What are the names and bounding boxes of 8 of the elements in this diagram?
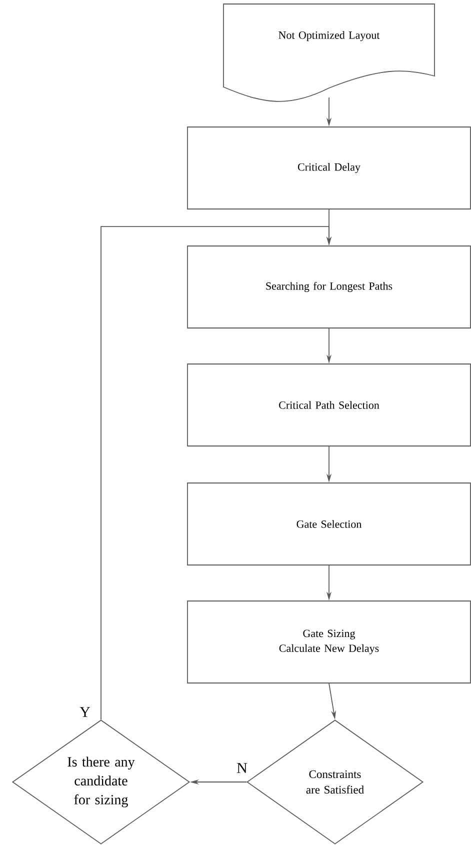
edge-label: N: [236, 762, 248, 774]
process-box: Searching for Longest Paths: [187, 246, 471, 328]
process-box: Critical Delay: [187, 126, 471, 210]
process-box: Critical Path Selection: [187, 364, 471, 446]
arrow: [100, 226, 332, 720]
process-box: Gate Sizing Calculate New Delays: [187, 600, 471, 684]
process-box: Gate Selection: [187, 482, 471, 566]
edge-label: Y: [78, 706, 92, 718]
